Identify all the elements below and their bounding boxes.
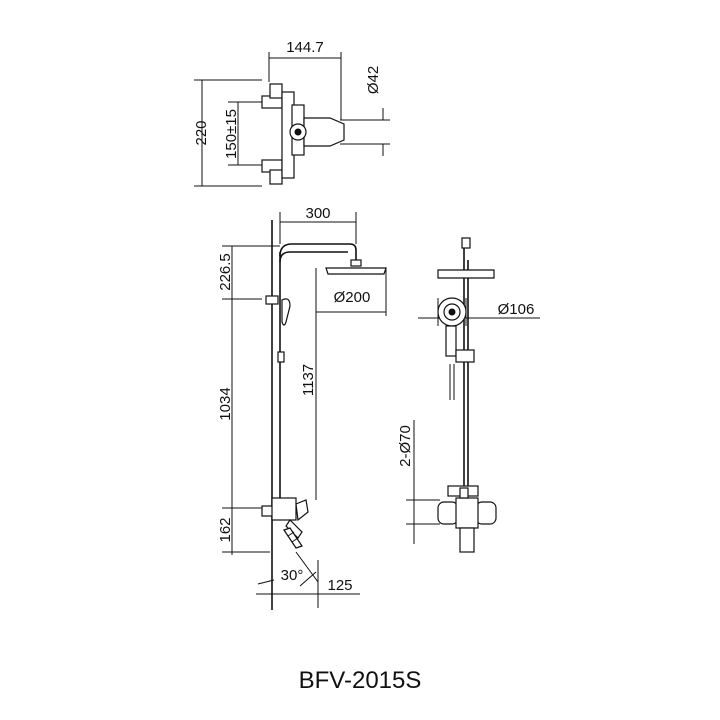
mixer-top-view: 144.7 220 150±15 Ø42	[193, 39, 390, 187]
dimension-mixer-width: 144.7	[286, 39, 324, 56]
model-title: BFV-2015S	[299, 667, 422, 694]
dimension-mixer-to-floor: 162	[217, 517, 234, 542]
dimension-spout-projection: 125	[327, 577, 352, 594]
column-front-view: 300 Ø200 1137 226.5 1034 162	[217, 205, 387, 610]
dimension-inlet-spacing: 150±15	[223, 109, 240, 159]
column-side-view: Ø106 2-Ø70	[397, 237, 540, 553]
dimension-hand-shower-diameter: Ø106	[498, 301, 535, 318]
dimension-riser-height: 1137	[300, 364, 317, 396]
dimension-top-height: 226.5	[217, 253, 234, 291]
dimension-spout-angle: 30°	[281, 567, 304, 584]
dimension-rail-length: 1034	[217, 387, 234, 420]
dimension-inlet-pipes: 2-Ø70	[397, 425, 414, 467]
dimension-outlet-diameter: Ø42	[365, 66, 382, 94]
dimension-mixer-height: 220	[193, 120, 210, 145]
dimension-head-diameter: Ø200	[334, 289, 371, 306]
dimension-arm-reach: 300	[305, 205, 330, 222]
